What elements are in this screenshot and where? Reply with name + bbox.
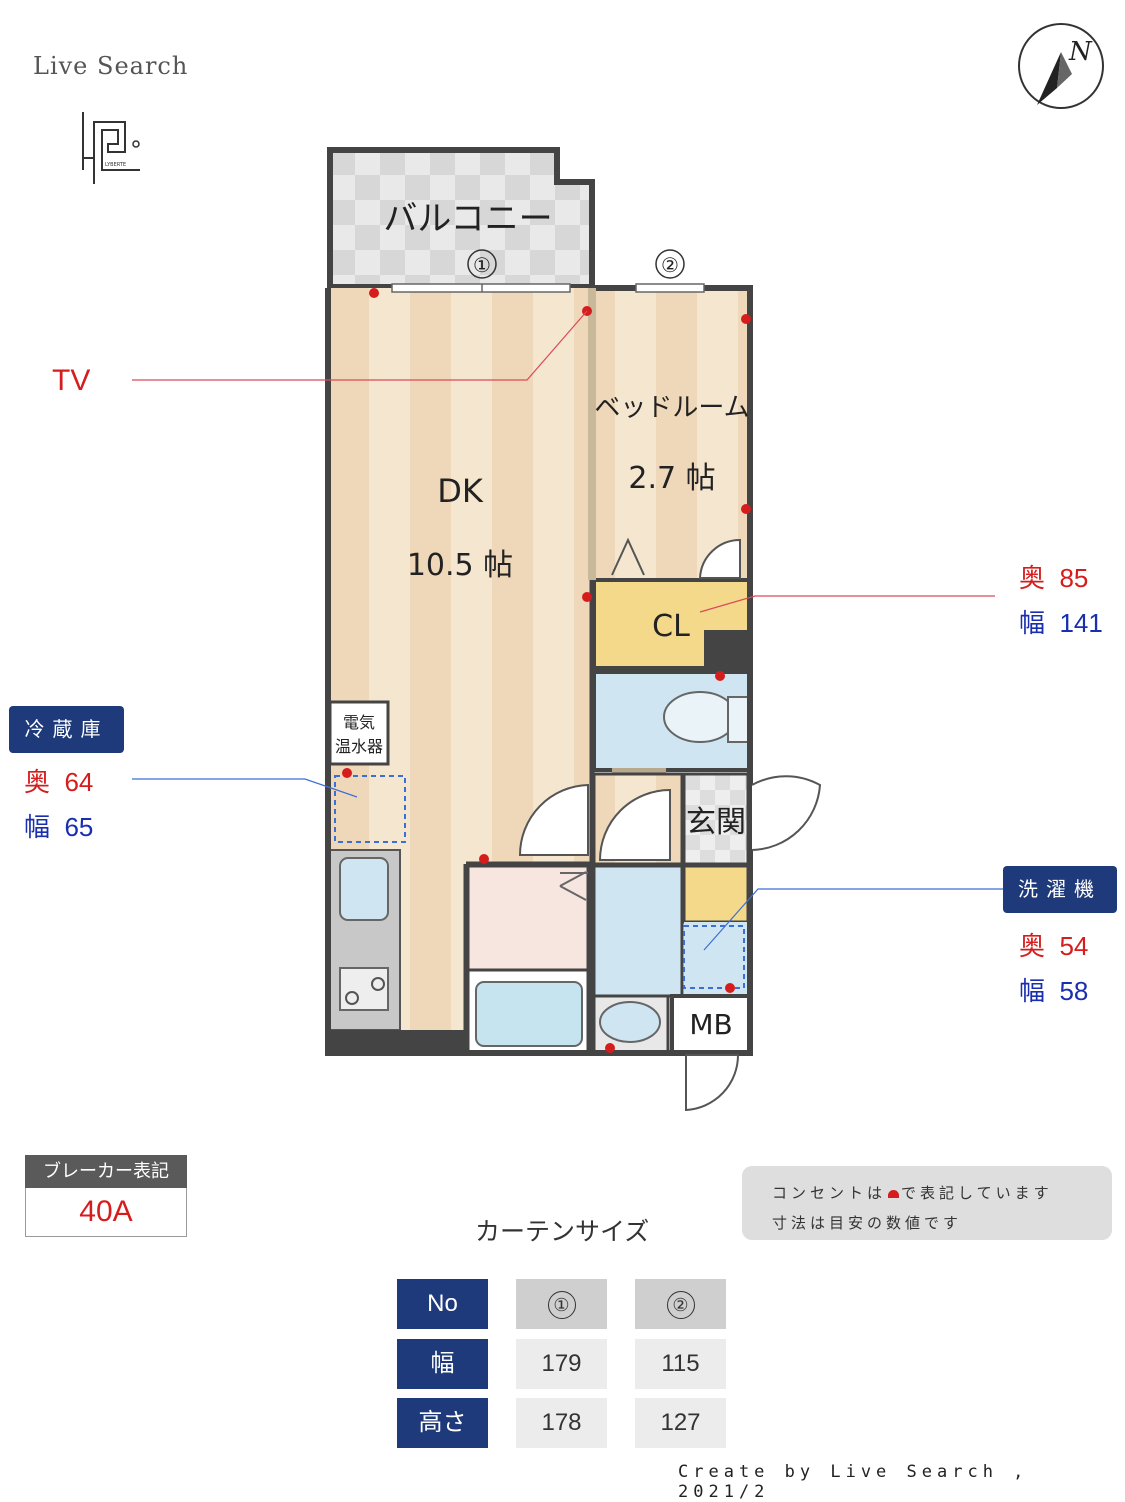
curtain-title: カーテンサイズ <box>475 1217 650 1246</box>
bedroom-room <box>592 288 750 580</box>
note-line1-b: で表記しています <box>901 1184 1053 1202</box>
header-no: No <box>397 1279 488 1329</box>
curtain-width-2: 115 <box>635 1339 726 1389</box>
washbasin-icon <box>599 1001 661 1043</box>
bath-dressing <box>466 864 590 972</box>
dk-label: DK <box>437 472 484 510</box>
fridge-leader <box>132 778 358 798</box>
logo-text: LYBERTE <box>105 162 126 168</box>
curtain-no-2: ② <box>635 1279 726 1329</box>
entrance-label: 玄関 <box>686 805 746 840</box>
outlet-symbol-icon <box>888 1190 900 1198</box>
note-line1-a: コンセントは <box>772 1184 887 1202</box>
dk-size: 10.5 帖 <box>407 548 513 583</box>
fridge-space <box>334 775 406 843</box>
balcony-label: バルコニー <box>383 199 552 239</box>
washer-depth: 54 <box>1059 931 1089 961</box>
outlet-note: コンセントはで表記しています 寸法は目安の数値です <box>742 1166 1112 1240</box>
compass-label: N <box>1068 37 1093 67</box>
tv-label: TV <box>52 364 91 397</box>
bedroom-label: ベッドルーム <box>594 393 749 423</box>
floor-plan: バルコニー 玄関 MB 電気 温水器 ① ② <box>132 147 1003 1112</box>
curtain-no-2-mark: ② <box>666 1291 695 1319</box>
closet-width-label: 幅 <box>1019 608 1046 638</box>
curtain-width-1: 179 <box>516 1339 607 1389</box>
brand-name: Live Search <box>33 52 189 80</box>
water-heater <box>328 700 390 766</box>
window-mark-1: ① <box>473 253 491 277</box>
closet-leader <box>699 595 995 613</box>
tv-leader <box>132 310 588 381</box>
balcony-area <box>327 147 595 290</box>
washer-depth-label: 奥 <box>1019 931 1046 961</box>
curtain-no-1: ① <box>516 1279 607 1329</box>
fridge-tag: 冷蔵庫 <box>9 706 124 753</box>
washer-width: 58 <box>1059 976 1089 1006</box>
curtain-height-1: 178 <box>516 1398 607 1448</box>
washer-space <box>683 925 745 989</box>
fridge-width-label: 幅 <box>24 812 51 842</box>
company-logo: LYBERTE <box>82 112 140 184</box>
fridge-depth: 64 <box>64 767 94 797</box>
washer-dimensions: 奥 54 幅 58 <box>1019 926 1088 1008</box>
entrance-area <box>682 772 750 866</box>
bathtub-icon <box>475 981 583 1047</box>
closet-depth-label: 奥 <box>1019 563 1046 593</box>
footer-credit: Create by Live Search , 2021/2 <box>678 1462 1029 1502</box>
toilet-icon <box>663 691 737 743</box>
compass-icon: N <box>1018 23 1104 109</box>
window-mark-2: ② <box>661 253 679 277</box>
closet-dimensions: 奥 85 幅 141 <box>1019 558 1103 640</box>
breaker-value: 40A <box>25 1188 187 1237</box>
washer-tag: 洗濯機 <box>1003 866 1117 913</box>
washer-width-label: 幅 <box>1019 976 1046 1006</box>
closet-label: CL <box>652 609 690 644</box>
curtain-height-2: 127 <box>635 1398 726 1448</box>
fridge-dimensions: 奥 64 幅 65 <box>24 762 93 844</box>
water-heater-label-1: 電気 <box>343 713 375 732</box>
water-heater-label-2: 温水器 <box>335 737 383 756</box>
washroom-area <box>592 864 684 998</box>
fridge-depth-label: 奥 <box>24 767 51 797</box>
bedroom-size: 2.7 帖 <box>628 461 715 496</box>
washer-leader <box>703 888 1003 951</box>
closet-depth: 85 <box>1059 563 1089 593</box>
header-width: 幅 <box>397 1339 488 1389</box>
header-height: 高さ <box>397 1398 488 1448</box>
sink-icon <box>339 857 389 921</box>
fridge-width: 65 <box>64 812 94 842</box>
breaker-label: ブレーカー表記 <box>25 1155 187 1188</box>
note-line2: 寸法は目安の数値です <box>772 1214 963 1232</box>
meter-box-label: MB <box>689 1008 732 1041</box>
curtain-no-1-mark: ① <box>547 1291 576 1319</box>
closet-width: 141 <box>1059 608 1103 638</box>
